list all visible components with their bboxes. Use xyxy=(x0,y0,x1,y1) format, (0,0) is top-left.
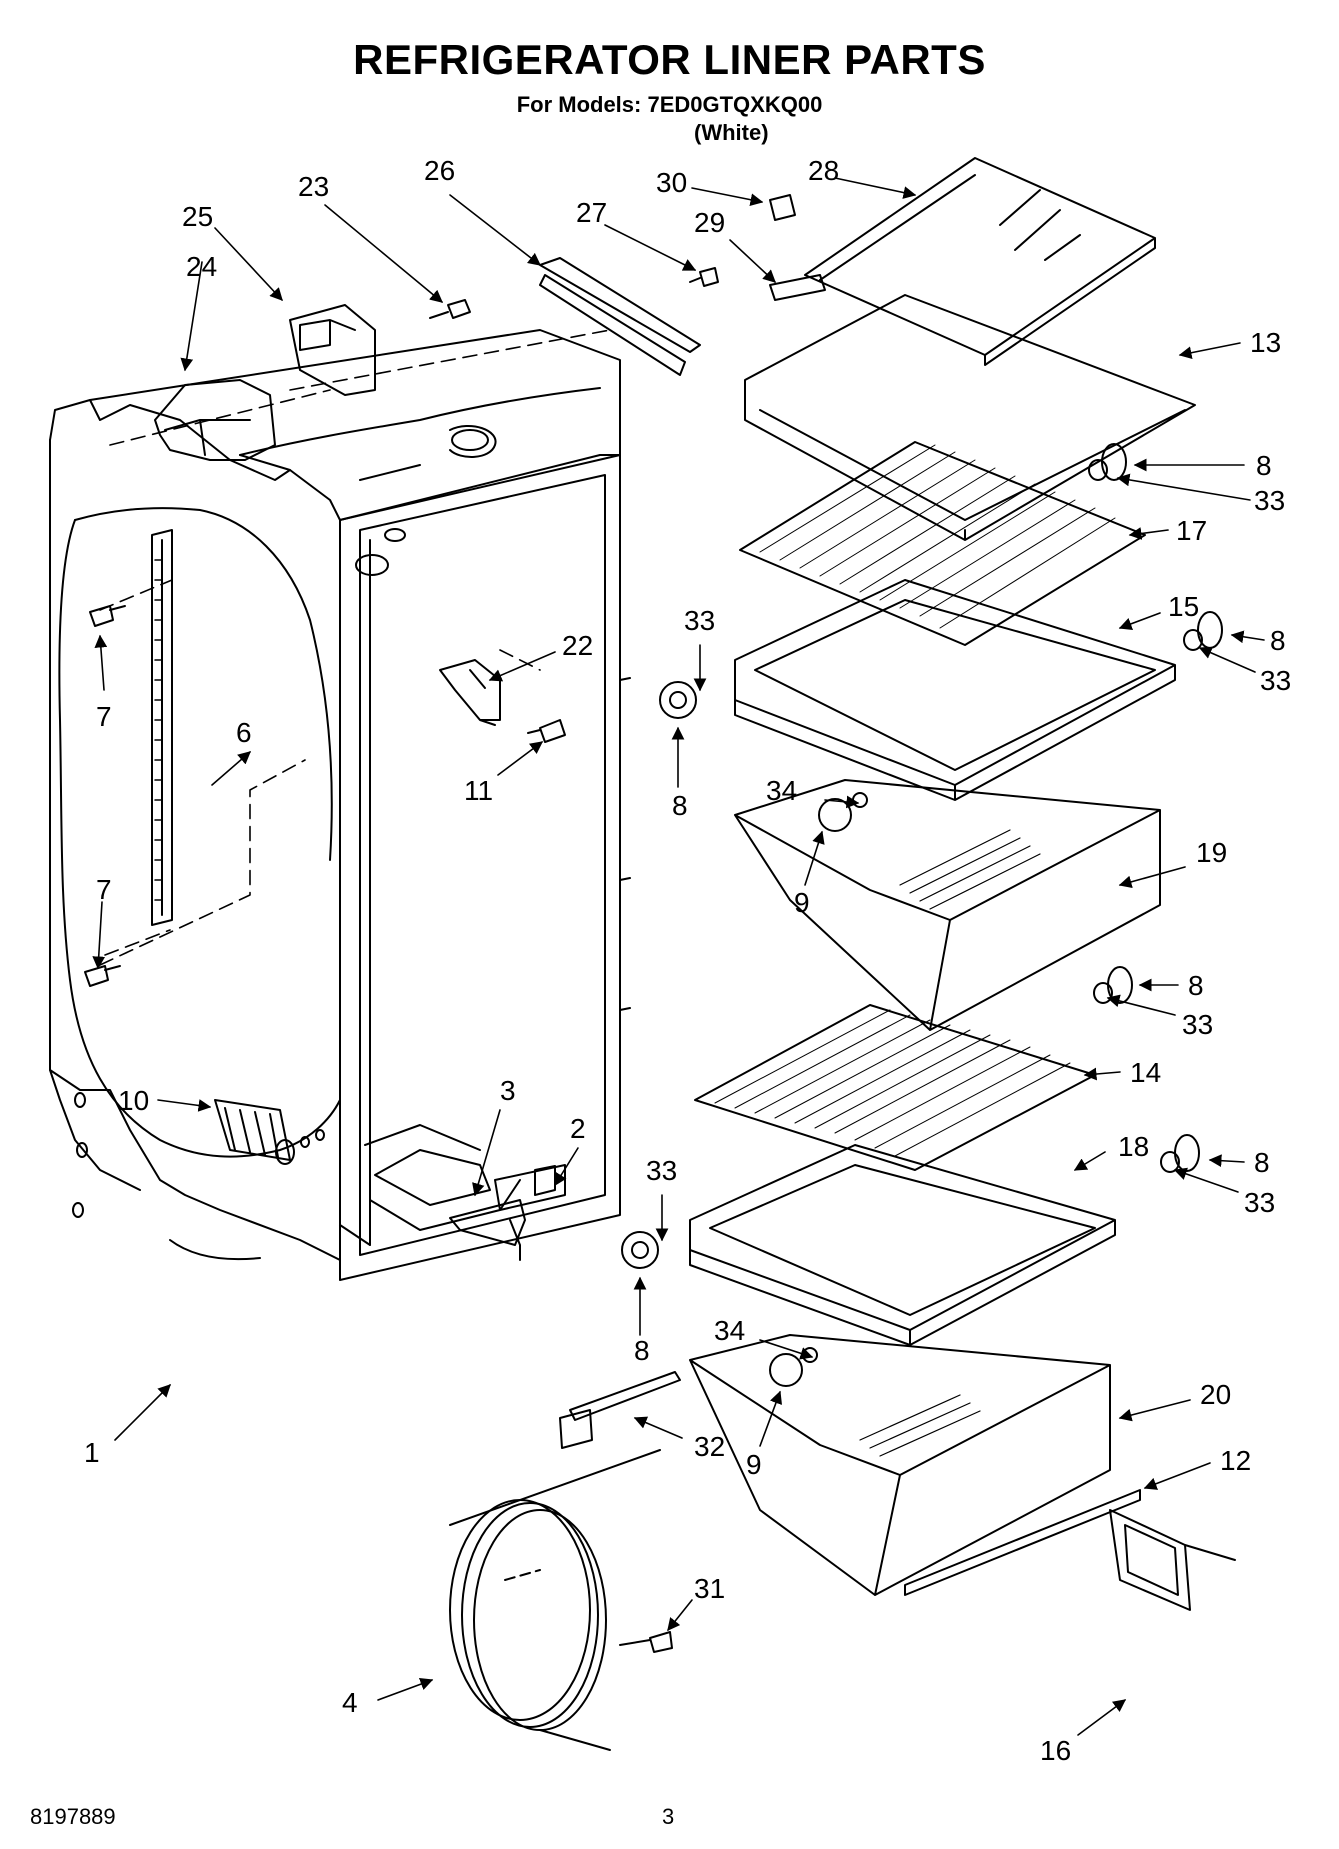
part-23-screw xyxy=(429,299,471,319)
callout-7-lower: 7 xyxy=(96,874,112,905)
callout-34-lower: 34 xyxy=(714,1315,745,1346)
color-variant: (White) xyxy=(694,120,769,145)
part-3-bracket xyxy=(449,1199,526,1261)
leader-lines xyxy=(92,177,1265,1736)
callout-19: 19 xyxy=(1196,837,1227,868)
part-10-vent xyxy=(214,1099,291,1161)
drawer-19-vents xyxy=(899,829,1041,910)
callout-15: 15 xyxy=(1168,591,1199,622)
part-31-screw xyxy=(619,1631,673,1653)
part-2-bracket xyxy=(494,1164,566,1211)
callout-1: 1 xyxy=(84,1437,100,1468)
callout-10: 10 xyxy=(118,1085,149,1116)
part-12-trim xyxy=(904,1489,1141,1596)
part-4-water-tubing xyxy=(449,1449,661,1751)
callout-7-upper: 7 xyxy=(96,701,112,732)
callout-8-c: 8 xyxy=(672,790,688,821)
callout-16: 16 xyxy=(1040,1735,1071,1766)
tube-clip xyxy=(504,1569,541,1581)
part-14-wire-shelf xyxy=(694,1004,1096,1171)
callout-28: 28 xyxy=(808,155,839,186)
callout-33-d: 33 xyxy=(1182,1009,1213,1040)
part-24-control-housing xyxy=(154,379,276,461)
callout-4: 4 xyxy=(342,1687,358,1718)
part-18-crisper-frame xyxy=(689,1144,1116,1346)
part-28-glass-shelf xyxy=(804,157,1156,366)
part-29-trim xyxy=(769,274,826,301)
part-16-label-plate xyxy=(1109,1509,1236,1611)
callout-31: 31 xyxy=(694,1573,725,1604)
callout-3: 3 xyxy=(500,1075,516,1106)
callout-33-b: 33 xyxy=(684,605,715,636)
callout-14: 14 xyxy=(1130,1057,1161,1088)
callout-2: 2 xyxy=(570,1113,586,1144)
cabinet-liner xyxy=(49,329,631,1281)
callout-8-d: 8 xyxy=(1188,970,1204,1001)
callout-18: 18 xyxy=(1118,1131,1149,1162)
callout-26: 26 xyxy=(424,155,455,186)
callout-25: 25 xyxy=(182,201,213,232)
callout-11: 11 xyxy=(464,775,493,806)
callout-34-upper: 34 xyxy=(766,775,797,806)
callout-33-f: 33 xyxy=(646,1155,677,1186)
callout-29: 29 xyxy=(694,207,725,238)
part-15-crisper-frame xyxy=(734,579,1176,801)
part-7-screw-lower xyxy=(84,965,121,987)
part-20-crisper-drawer xyxy=(689,1334,1111,1596)
callout-12: 12 xyxy=(1220,1445,1251,1476)
part-11-screw xyxy=(527,719,566,743)
part-13-shelf-frame xyxy=(744,294,1196,541)
part-30-clip xyxy=(769,194,796,221)
callout-24: 24 xyxy=(186,251,217,282)
assembly-lines xyxy=(99,329,611,966)
callout-labels: 1 2 3 4 6 7 7 8 8 8 8 8 8 9 9 10 11 12 1… xyxy=(84,155,1291,1766)
callout-8-b: 8 xyxy=(1270,625,1286,656)
part-22-bracket xyxy=(439,659,501,726)
callout-20: 20 xyxy=(1200,1379,1231,1410)
page-title: REFRIGERATOR LINER PARTS xyxy=(353,36,986,83)
callout-33-a: 33 xyxy=(1254,485,1285,516)
document-number: 8197889 xyxy=(30,1804,116,1829)
callout-33-c: 33 xyxy=(1260,665,1291,696)
callout-8-f: 8 xyxy=(634,1335,650,1366)
callout-13: 13 xyxy=(1250,327,1281,358)
callout-9-upper: 9 xyxy=(794,887,810,918)
part-27-screw xyxy=(689,267,719,287)
part-26-channel xyxy=(539,257,701,376)
shelf-14-grid xyxy=(714,1009,1071,1157)
part-32-tie-strap xyxy=(559,1371,681,1449)
callout-23: 23 xyxy=(298,171,329,202)
shelf-17-grid xyxy=(759,444,1116,629)
callout-30: 30 xyxy=(656,167,687,198)
callout-17: 17 xyxy=(1176,515,1207,546)
part-17-wire-shelf xyxy=(739,441,1146,646)
part-25-bracket xyxy=(289,304,376,396)
callout-27: 27 xyxy=(576,197,607,228)
glass-reflection xyxy=(999,189,1081,261)
callout-8-e: 8 xyxy=(1254,1147,1270,1178)
part-7-screw-upper xyxy=(89,605,126,627)
page-number: 3 xyxy=(662,1804,675,1829)
drawer-20-vents xyxy=(859,1394,981,1457)
callout-22: 22 xyxy=(562,630,593,661)
callout-33-e: 33 xyxy=(1244,1187,1275,1218)
models-line: For Models: 7ED0GTQXKQ00 xyxy=(516,92,823,117)
callout-8-a: 8 xyxy=(1256,450,1272,481)
callout-9-lower: 9 xyxy=(746,1449,762,1480)
callout-6: 6 xyxy=(236,717,252,748)
callout-32: 32 xyxy=(694,1431,725,1462)
